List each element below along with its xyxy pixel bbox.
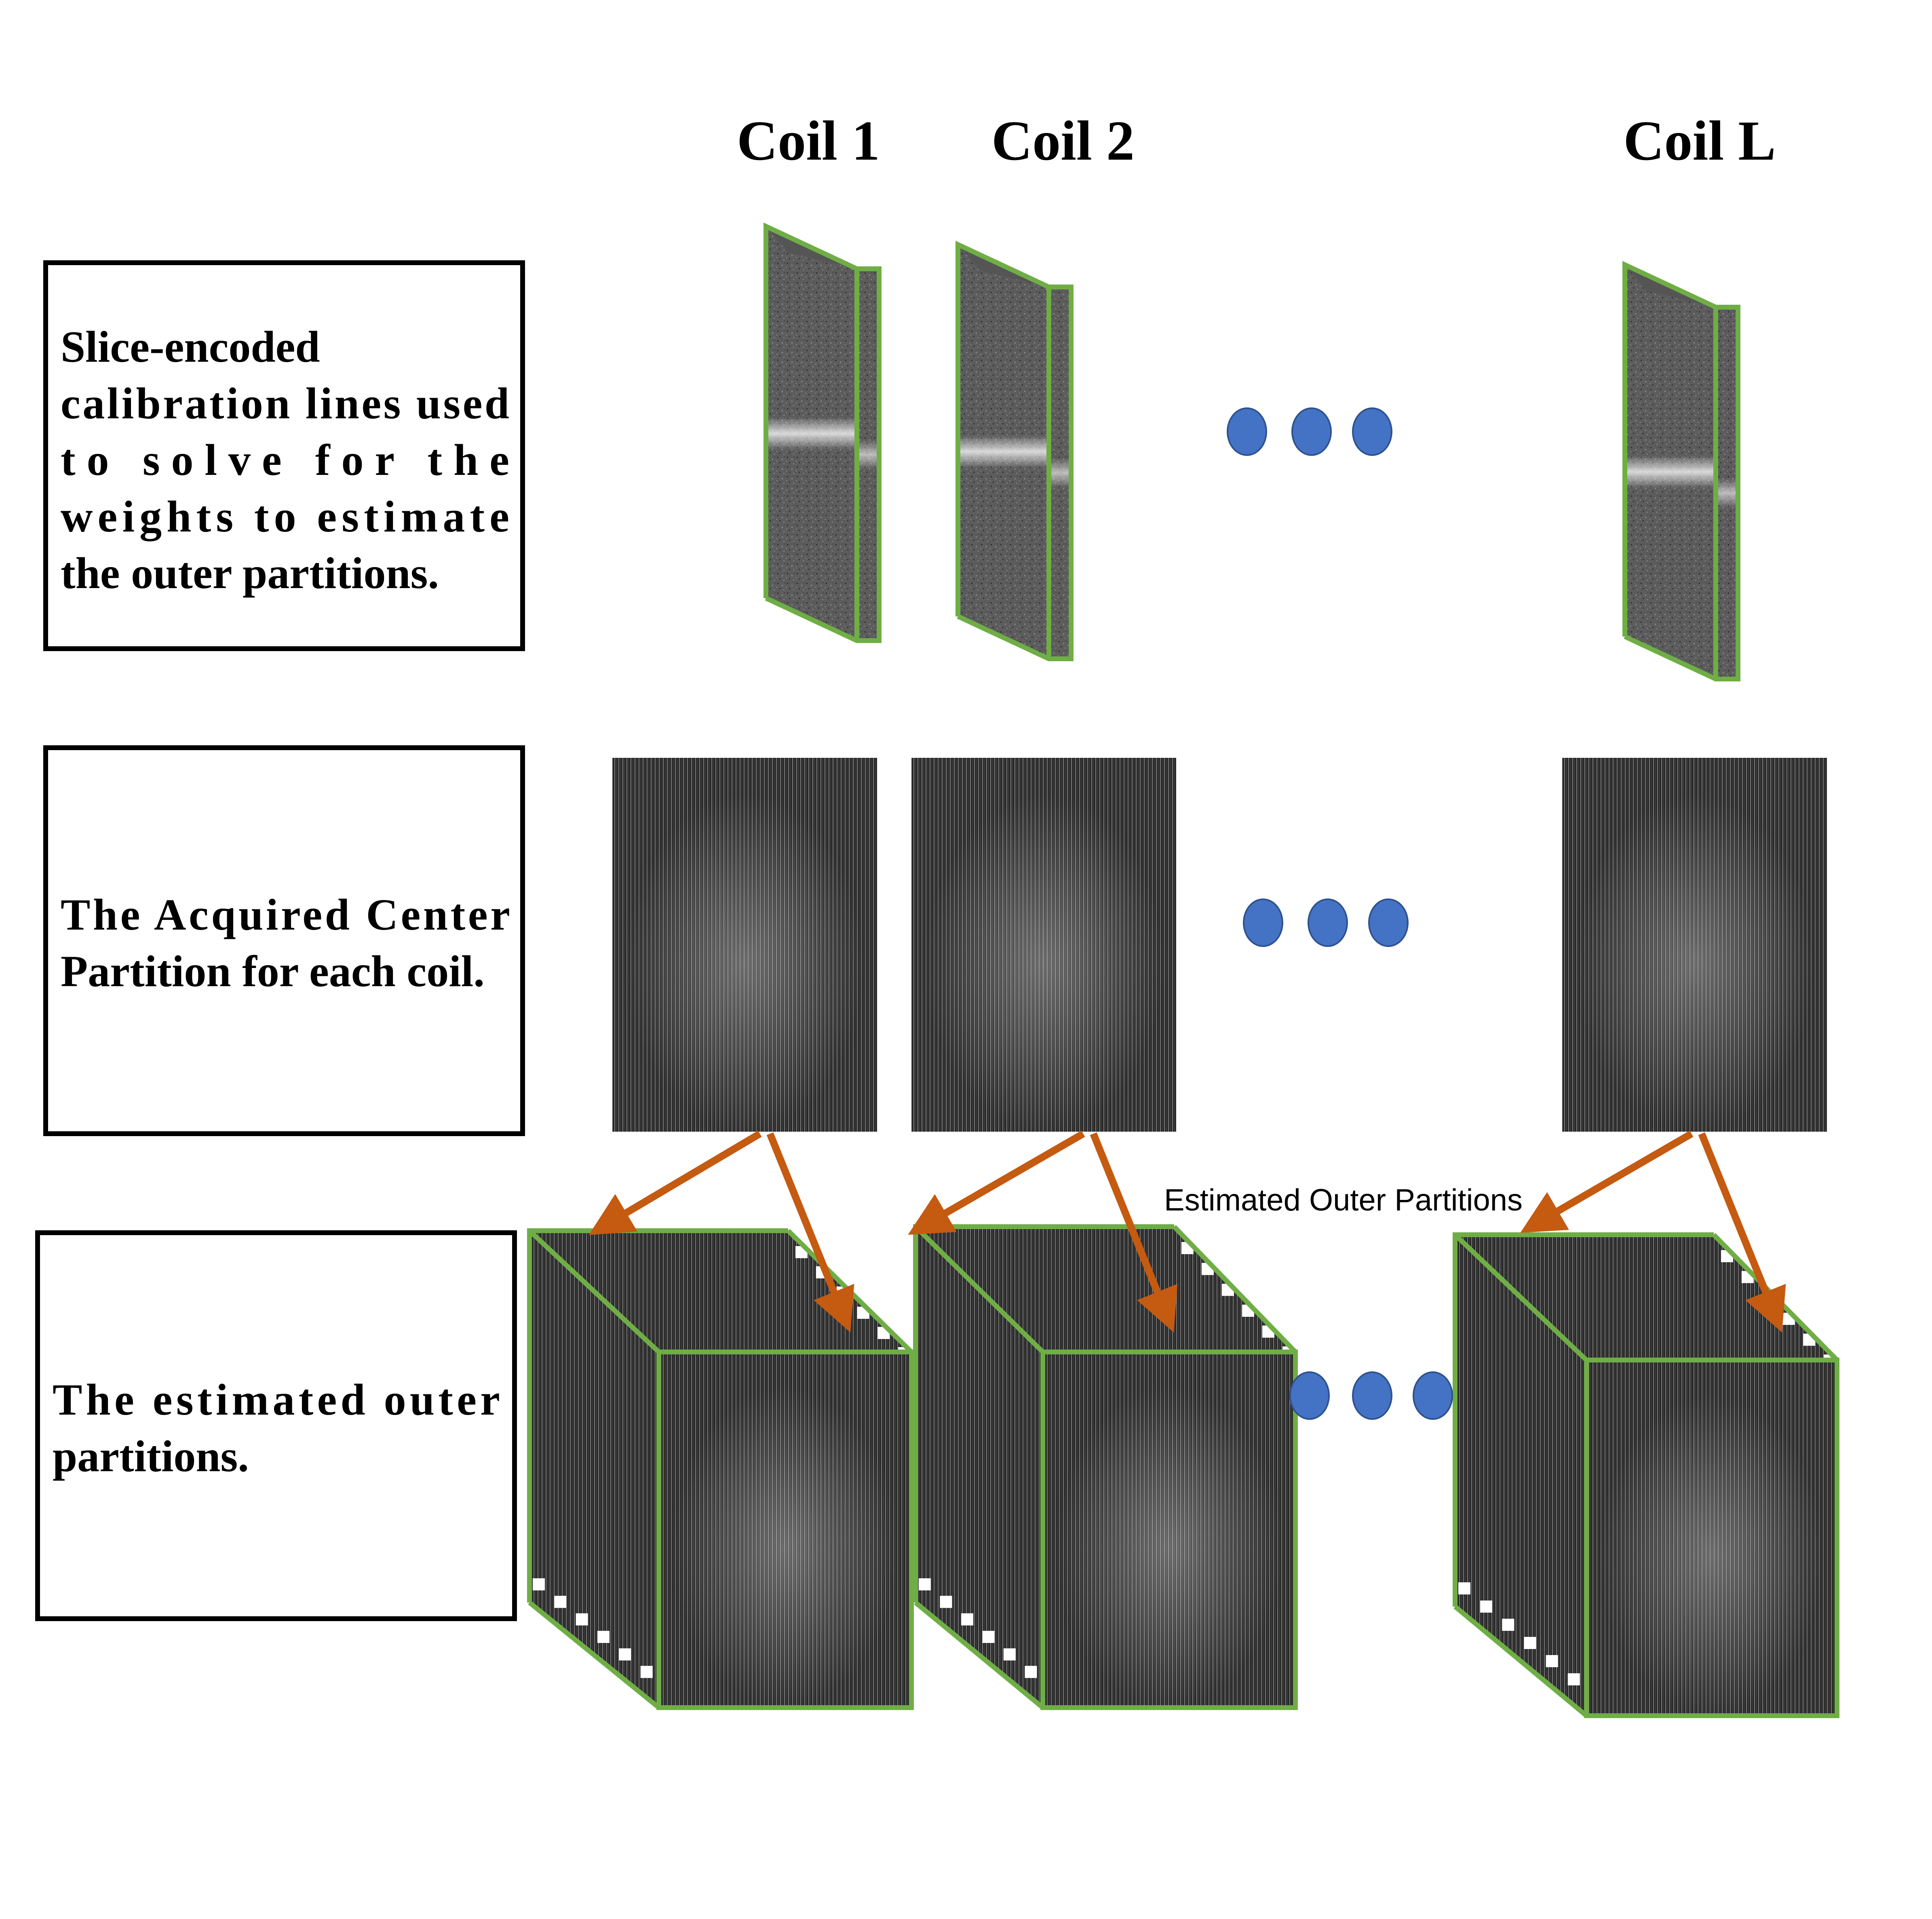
partition-center-glow (612, 758, 877, 1132)
cube-edge (1172, 1225, 1297, 1354)
estimated-outer-partitions-cube-coil-1 (527, 1228, 914, 1710)
cube-front-glow (659, 1352, 911, 1708)
ellipsis-dot (1308, 898, 1348, 947)
estimated-outer-partitions-cube-coil-2 (913, 1224, 1298, 1710)
cube-edge (527, 1229, 661, 1354)
estimation-arrow (1698, 1132, 1786, 1333)
ellipsis-dot (1227, 407, 1267, 456)
row-2-line-1: The Acquired Center (61, 890, 509, 939)
cube-edge (913, 1225, 1045, 1354)
row-1-label-box: Slice-encoded calibration lines used to … (43, 260, 525, 651)
cube-edge (1453, 1233, 1588, 1362)
estimated-outer-partitions-annotation: Estimated Outer Partitions (1164, 1183, 1523, 1217)
ellipsis-dots-row-1 (1227, 407, 1392, 456)
cube-front-frame (1040, 1350, 1298, 1710)
estimation-arrow (588, 1130, 762, 1235)
slab-dc-band (1625, 265, 1716, 679)
row-3-line-2: partitions. (53, 1432, 249, 1481)
estimation-arrow (908, 1130, 1085, 1235)
cube-step-notch (597, 1631, 610, 1643)
slab-dc-band (958, 245, 1049, 659)
row-2-label-box: The Acquired Center Partition for each c… (43, 745, 525, 1136)
cube-step-notch (961, 1613, 973, 1626)
ellipsis-dot (1352, 1371, 1392, 1420)
cube-step-notch (982, 1631, 995, 1643)
row-1-line-1: Slice-encoded (61, 322, 320, 371)
coil-1-label: Coil 1 (737, 110, 880, 172)
cube-step-notch (1567, 1673, 1580, 1685)
cube-front-glow (1043, 1352, 1295, 1708)
partition-center-glow (911, 758, 1176, 1132)
cube-step-notch (533, 1578, 545, 1590)
estimated-outer-partitions-cube-coil-l (1453, 1232, 1839, 1718)
ellipsis-dot (1243, 898, 1283, 947)
row-1-line-5: the outer partitions. (61, 548, 439, 598)
row-2-line-2: Partition for each coil. (61, 947, 485, 996)
cube-step-notch (1502, 1619, 1514, 1631)
svg-text:The estimated outer part: The estimated outer partitions. (53, 1375, 514, 1481)
coil-l-label: Coil L (1623, 110, 1776, 172)
slab-side-band (857, 269, 879, 641)
ellipsis-dots-row-2 (1243, 898, 1409, 947)
calibration-slab-coil-1 (764, 222, 882, 643)
ellipsis-dots-row-3 (1289, 1371, 1453, 1420)
partition-center-glow (1562, 758, 1827, 1132)
ellipsis-dot (1368, 898, 1409, 947)
row-3-label-box: The estimated outer partitions. (35, 1230, 517, 1621)
cube-step-notch (640, 1666, 653, 1678)
calibration-slab-coil-2 (955, 240, 1074, 661)
calibration-slab-coil-l (1622, 261, 1740, 681)
cube-front-frame (1584, 1358, 1839, 1718)
cube-edge (914, 1601, 1044, 1710)
coil-2-label: Coil 2 (991, 110, 1135, 172)
ellipsis-dot (1291, 407, 1332, 456)
row-3-line-1: The estimated outer (53, 1375, 499, 1424)
cube-step-notch (1004, 1648, 1016, 1661)
svg-text:The Acquired Center Part: The Acquired Center Partition for each c… (61, 890, 523, 996)
estimation-arrow (766, 1132, 854, 1333)
cube-step-notch (1524, 1637, 1536, 1649)
center-partition-coil-1 (612, 758, 877, 1132)
cube-step-notch (1025, 1666, 1037, 1678)
estimation-arrow (1520, 1130, 1694, 1233)
slab-dc-band (766, 226, 857, 641)
cube-front-frame (656, 1350, 914, 1710)
center-partition-coil-l (1562, 758, 1827, 1132)
ellipsis-dot (1413, 1371, 1453, 1420)
center-partition-coil-2 (911, 758, 1176, 1132)
ellipsis-dot (1289, 1371, 1330, 1420)
cube-step-notch (1480, 1601, 1493, 1613)
cube-edge (1453, 1605, 1588, 1718)
estimation-arrow (1090, 1132, 1178, 1333)
slab-side-band (1049, 287, 1071, 659)
cube-front-glow (1586, 1360, 1837, 1716)
cube-step-notch (919, 1578, 931, 1590)
cube-step-notch (1546, 1655, 1558, 1667)
slab-side-band (1716, 307, 1738, 679)
cube-step-notch (940, 1596, 952, 1608)
cube-step-notch (554, 1596, 567, 1608)
cube-edge (528, 1601, 660, 1710)
estimation-arrows (588, 1130, 1786, 1333)
ellipsis-dot (1352, 407, 1392, 456)
cube-step-notch (576, 1613, 588, 1626)
cube-step-notch (1458, 1582, 1470, 1594)
cube-step-notch (619, 1648, 631, 1661)
